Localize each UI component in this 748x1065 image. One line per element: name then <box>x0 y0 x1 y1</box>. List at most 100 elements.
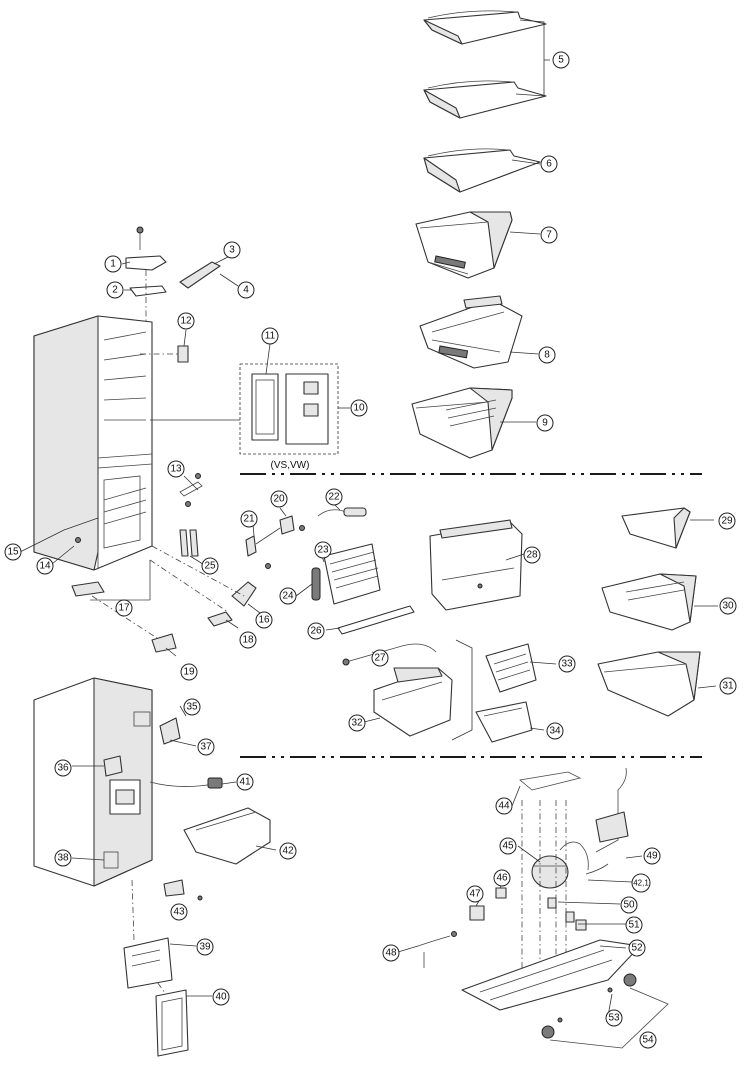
svg-text:17: 17 <box>118 603 130 614</box>
callout-3: 3 <box>223 241 241 259</box>
svg-text:54: 54 <box>642 1035 654 1046</box>
svg-text:34: 34 <box>549 726 561 737</box>
svg-text:35: 35 <box>186 702 198 713</box>
callout-40: 40 <box>212 988 230 1006</box>
refrigerator-cabinet <box>33 315 153 571</box>
svg-text:8: 8 <box>544 350 550 361</box>
model-variant-note: (VS,VW) <box>271 460 310 471</box>
callout-12: 12 <box>177 312 195 330</box>
svg-text:24: 24 <box>282 591 294 602</box>
callout-46: 46 <box>493 869 511 887</box>
freezer-cover <box>429 519 523 611</box>
ice-tray <box>485 643 537 693</box>
svg-text:1: 1 <box>110 259 116 270</box>
callout-32: 32 <box>348 714 366 732</box>
glass-shelf-upper <box>423 10 547 45</box>
svg-text:6: 6 <box>546 159 552 170</box>
callout-11: 11 <box>261 327 279 345</box>
callout-48: 48 <box>382 944 400 962</box>
callout-53: 53 <box>605 1009 623 1027</box>
svg-text:26: 26 <box>310 626 322 637</box>
svg-text:28: 28 <box>526 550 538 561</box>
svg-text:33: 33 <box>561 659 573 670</box>
svg-text:30: 30 <box>722 601 734 612</box>
svg-text:14: 14 <box>39 561 51 572</box>
svg-text:36: 36 <box>57 763 69 774</box>
callout-4: 4 <box>237 281 255 299</box>
defrost-sensor <box>317 507 367 517</box>
fan-motor-parts <box>245 515 305 569</box>
svg-text:29: 29 <box>721 516 733 527</box>
callout-23: 23 <box>314 541 332 559</box>
svg-text:47: 47 <box>469 889 481 900</box>
ice-maker-housing <box>373 639 473 741</box>
svg-text:37: 37 <box>200 742 212 753</box>
freezer-drawer-small <box>621 507 691 549</box>
callout-41: 41 <box>236 773 254 791</box>
callout-39: 39 <box>196 938 214 956</box>
svg-text:51: 51 <box>628 920 640 931</box>
callout-26: 26 <box>307 622 325 640</box>
callout-18: 18 <box>239 631 257 649</box>
callout-45: 45 <box>499 837 517 855</box>
svg-text:12: 12 <box>180 316 192 327</box>
callout-38: 38 <box>54 849 72 867</box>
callout-5: 5 <box>552 51 570 69</box>
svg-text:19: 19 <box>183 667 195 678</box>
vegetable-drawer-lower <box>411 387 513 459</box>
callout-33: 33 <box>558 655 576 673</box>
callout-22: 22 <box>325 488 343 506</box>
callout-21: 21 <box>240 510 258 528</box>
svg-text:27: 27 <box>374 653 386 664</box>
glass-shelf-lower <box>423 148 541 193</box>
svg-text:49: 49 <box>646 851 658 862</box>
svg-text:4: 4 <box>243 285 249 296</box>
svg-text:41: 41 <box>239 777 251 788</box>
machine-room-parts <box>417 767 669 1049</box>
callout-2: 2 <box>106 281 124 299</box>
svg-text:2: 2 <box>112 285 118 296</box>
callout-30: 30 <box>719 597 737 615</box>
leader-lines <box>19 19 718 1017</box>
callout-43: 43 <box>170 903 188 921</box>
svg-text:5: 5 <box>558 55 564 66</box>
callout-54: 54 <box>639 1031 657 1049</box>
svg-text:43: 43 <box>173 907 185 918</box>
svg-text:42,1: 42,1 <box>633 879 649 888</box>
svg-text:48: 48 <box>385 948 397 959</box>
rear-parts <box>123 717 271 1057</box>
callout-25: 25 <box>201 557 219 575</box>
svg-text:40: 40 <box>215 992 227 1003</box>
callout-50: 50 <box>620 896 638 914</box>
callout-27: 27 <box>371 649 389 667</box>
svg-text:9: 9 <box>542 418 548 429</box>
callout-20: 20 <box>270 490 288 508</box>
evaporator <box>311 543 381 605</box>
top-hinge-parts <box>125 226 221 322</box>
bracket-12 <box>177 345 189 363</box>
callout-42-1: 42,1 <box>631 873 651 893</box>
svg-text:18: 18 <box>242 635 254 646</box>
svg-text:13: 13 <box>170 464 182 475</box>
callout-1: 1 <box>104 255 122 273</box>
svg-text:50: 50 <box>623 900 635 911</box>
svg-text:39: 39 <box>199 942 211 953</box>
svg-text:11: 11 <box>265 331 276 342</box>
callout-10: 10 <box>350 399 368 417</box>
svg-text:38: 38 <box>57 853 69 864</box>
svg-text:23: 23 <box>317 545 329 556</box>
svg-text:44: 44 <box>498 801 510 812</box>
glass-shelf-middle <box>423 80 547 119</box>
svg-text:31: 31 <box>722 681 734 692</box>
svg-text:3: 3 <box>229 245 235 256</box>
callout-9: 9 <box>536 414 554 432</box>
callout-31: 31 <box>719 677 737 695</box>
svg-text:7: 7 <box>546 230 552 241</box>
svg-text:25: 25 <box>204 561 216 572</box>
svg-text:32: 32 <box>351 718 363 729</box>
callout-19: 19 <box>180 663 198 681</box>
svg-text:52: 52 <box>631 943 643 954</box>
callout-6: 6 <box>540 155 558 173</box>
callout-24: 24 <box>279 587 297 605</box>
